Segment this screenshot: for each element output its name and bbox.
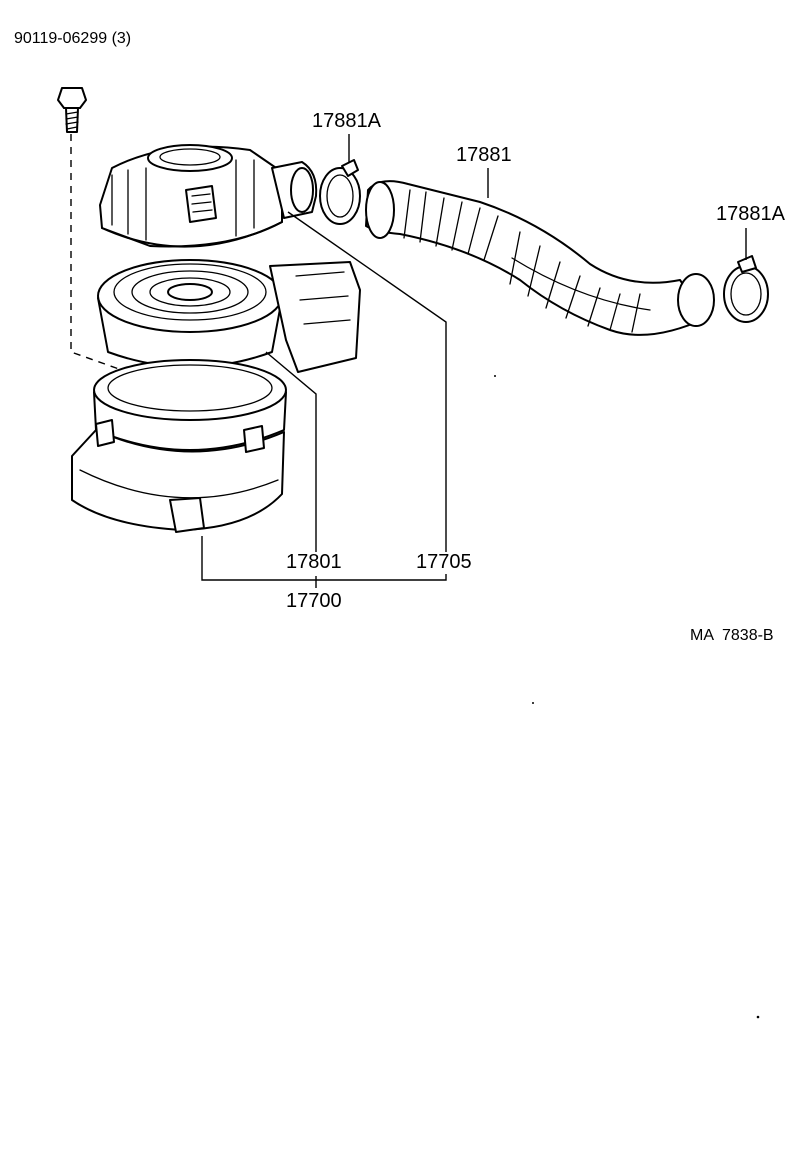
intake-hose-17881[interactable]: [365, 180, 715, 336]
bolt-90119-06299[interactable]: [57, 87, 87, 133]
callout-hose: 17881: [456, 144, 512, 166]
callout-assembly: 17700: [286, 590, 342, 612]
callout-clamp-right: 17881A: [716, 203, 785, 225]
callout-bolt: 90119-06299 (3): [14, 30, 132, 47]
hose-clamp-left[interactable]: [319, 159, 361, 225]
air-filter-element-17801[interactable]: [97, 259, 361, 373]
air-cleaner-case[interactable]: [71, 359, 287, 533]
figure-code: MA 7838-B: [690, 627, 774, 644]
leader-17705: [287, 211, 447, 552]
callout-clamp-hose-end: 17881A: [312, 110, 381, 132]
leader-17801: [265, 351, 317, 552]
air-cleaner-cap-17705[interactable]: [99, 144, 318, 248]
leader-17700-bracket: [201, 536, 447, 588]
callout-cap: 17705: [416, 551, 472, 573]
bolt-dashed-guide: [70, 134, 151, 395]
hose-clamp-right[interactable]: [723, 255, 769, 323]
callout-element: 17801: [286, 551, 342, 573]
